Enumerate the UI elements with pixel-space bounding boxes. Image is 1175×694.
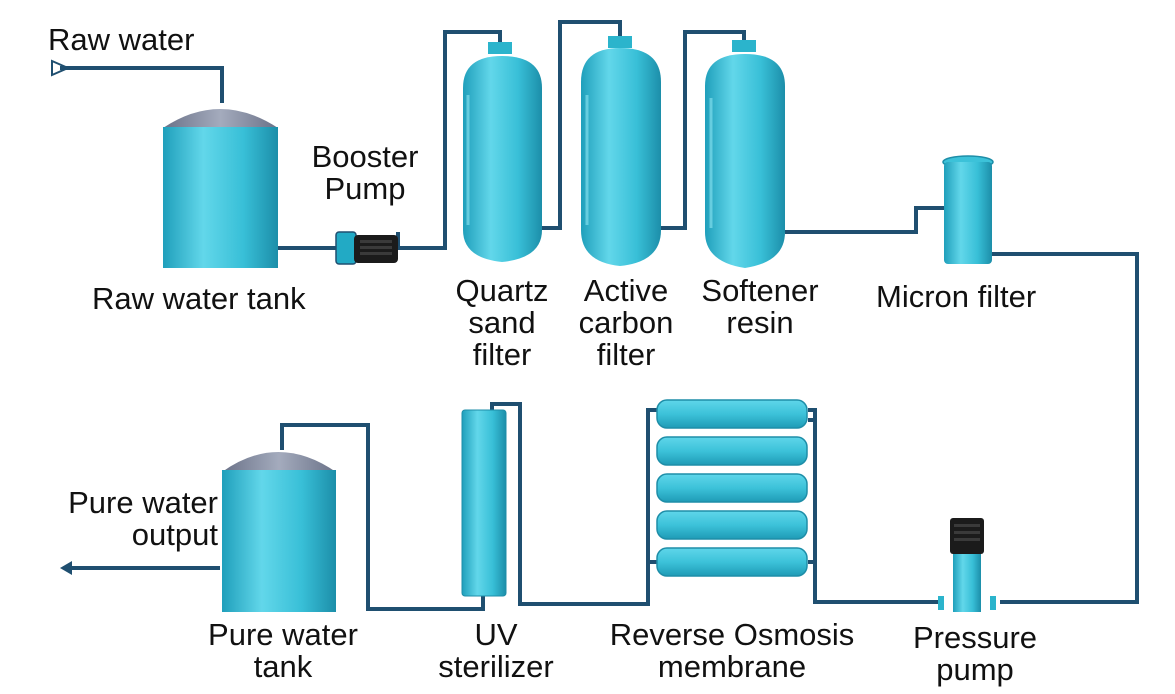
pure-water-tank-body (222, 470, 336, 612)
pure-output-label-line2: output (131, 517, 218, 552)
pure-water-output-label: Pure water output (30, 487, 218, 551)
carbon-label-line3: filter (596, 337, 656, 372)
pipe-quartz-to-carbon (542, 20, 622, 230)
pipe-ro-to-uv (490, 402, 650, 606)
booster-pump (335, 231, 398, 265)
pipe-raw-inlet (60, 66, 224, 103)
pressure-label-line1: Pressure (912, 620, 1038, 655)
raw-water-inlet-arrow-icon (51, 59, 71, 77)
pipe-carbon-to-softener (661, 30, 746, 230)
ro-label-line1: Reverse Osmosis (609, 617, 855, 652)
quartz-label-line1: Quartz (455, 273, 549, 308)
pipe-micron-to-pressure (992, 252, 1139, 604)
uv-sterilizer (461, 409, 507, 597)
pressure-pump (938, 518, 996, 612)
softener-resin (705, 40, 785, 268)
pure-output-label-line1: Pure water (68, 485, 218, 520)
carbon-label-line1: Active (583, 273, 669, 308)
booster-pump-label-line2: Pump (324, 171, 406, 206)
uv-label-line1: UV (474, 617, 518, 652)
quartz-label-line2: sand (468, 305, 536, 340)
pure-tank-label-line1: Pure water (208, 617, 358, 652)
quartz-label-line3: filter (472, 337, 532, 372)
pure-tank-label-line2: tank (253, 649, 313, 684)
softener-label-line1: Softener (701, 273, 819, 308)
raw-water-tank (163, 109, 278, 268)
pure-water-tank-dome (222, 452, 336, 472)
pipe-ro-manifold-right (808, 408, 817, 564)
reverse-osmosis-membrane-bank (656, 399, 808, 577)
micron-filter (942, 155, 994, 264)
pipe-ro-manifold-left (646, 408, 657, 564)
pure-water-tank-label: Pure water tank (185, 619, 381, 683)
quartz-sand-filter (463, 42, 542, 262)
active-carbon-filter (581, 36, 661, 266)
raw-water-tank-body (163, 127, 278, 268)
active-carbon-filter-label: Active carbon filter (566, 275, 686, 371)
pure-water-output-arrow-icon (60, 561, 72, 575)
ro-label-line2: membrane (657, 649, 807, 684)
pipe-pressure-to-ro (808, 418, 940, 604)
pressure-label-line2: pump (936, 652, 1014, 687)
pipe-softener-to-micron (785, 206, 945, 234)
micron-filter-label: Micron filter (876, 279, 1037, 314)
booster-pump-label: Booster Pump (300, 141, 430, 205)
pipe-uv-to-pure (280, 423, 485, 611)
booster-pump-label-line1: Booster (311, 139, 419, 174)
raw-water-label: Raw water (48, 22, 195, 57)
softener-label-line2: resin (726, 305, 794, 340)
uv-label-line2: sterilizer (438, 649, 554, 684)
raw-water-tank-label: Raw water tank (92, 281, 306, 316)
raw-water-tank-dome (163, 109, 278, 128)
softener-resin-label: Softener resin (688, 275, 832, 339)
pure-water-tank (222, 452, 336, 612)
quartz-sand-filter-label: Quartz sand filter (442, 275, 562, 371)
pressure-pump-label: Pressure pump (895, 622, 1055, 686)
carbon-label-line2: carbon (578, 305, 674, 340)
reverse-osmosis-label: Reverse Osmosis membrane (582, 619, 882, 683)
uv-sterilizer-label: UV sterilizer (418, 619, 574, 683)
